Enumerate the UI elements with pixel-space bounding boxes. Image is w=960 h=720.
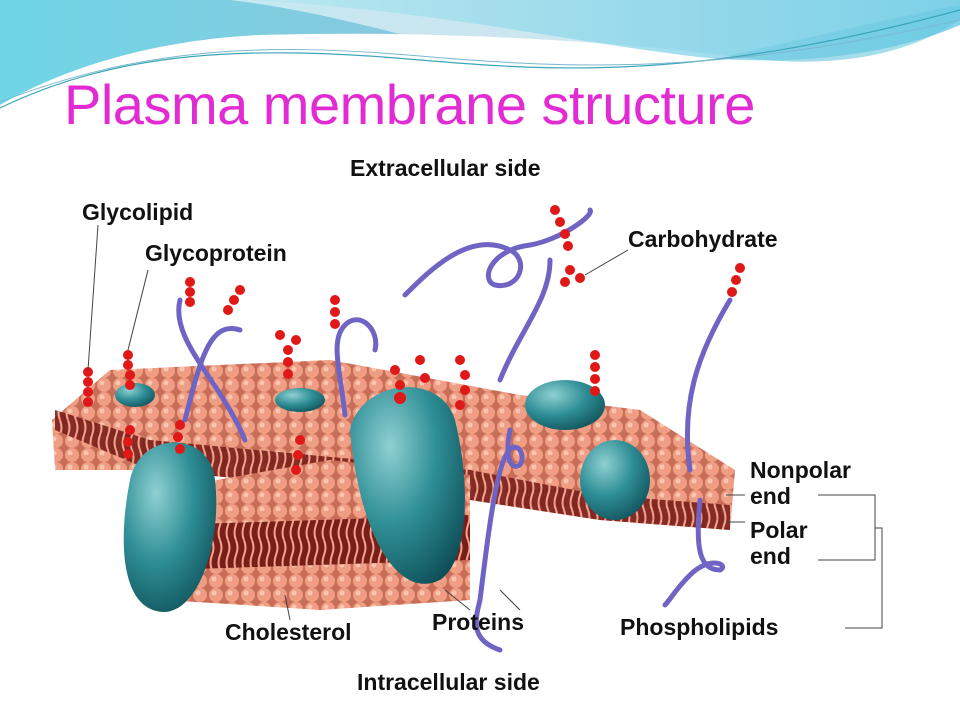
phospholipids-label: Phospholipids (620, 614, 779, 640)
intracellular-side-label: Intracellular side (357, 669, 540, 695)
polar-end-label: Polar end (750, 517, 808, 569)
carbohydrate-chains (83, 205, 745, 475)
cholesterol-label: Cholesterol (225, 619, 352, 645)
extracellular-side-label: Extracellular side (350, 155, 541, 181)
nonpolar-line2: end (750, 483, 791, 509)
carbohydrate-label: Carbohydrate (628, 226, 778, 252)
nonpolar-end-label: Nonpolar end (750, 457, 851, 509)
label-leader-lines (87, 224, 883, 629)
polar-line1: Polar (750, 517, 808, 543)
polar-line2: end (750, 543, 791, 569)
protein-fibers (176, 207, 733, 653)
membrane-proteins (115, 380, 650, 612)
glycoprotein-label: Glycoprotein (145, 240, 287, 266)
glycolipid-label: Glycolipid (82, 199, 194, 225)
nonpolar-line1: Nonpolar (750, 457, 851, 483)
slide-title: Plasma membrane structure (64, 73, 755, 136)
proteins-label: Proteins (432, 609, 525, 635)
